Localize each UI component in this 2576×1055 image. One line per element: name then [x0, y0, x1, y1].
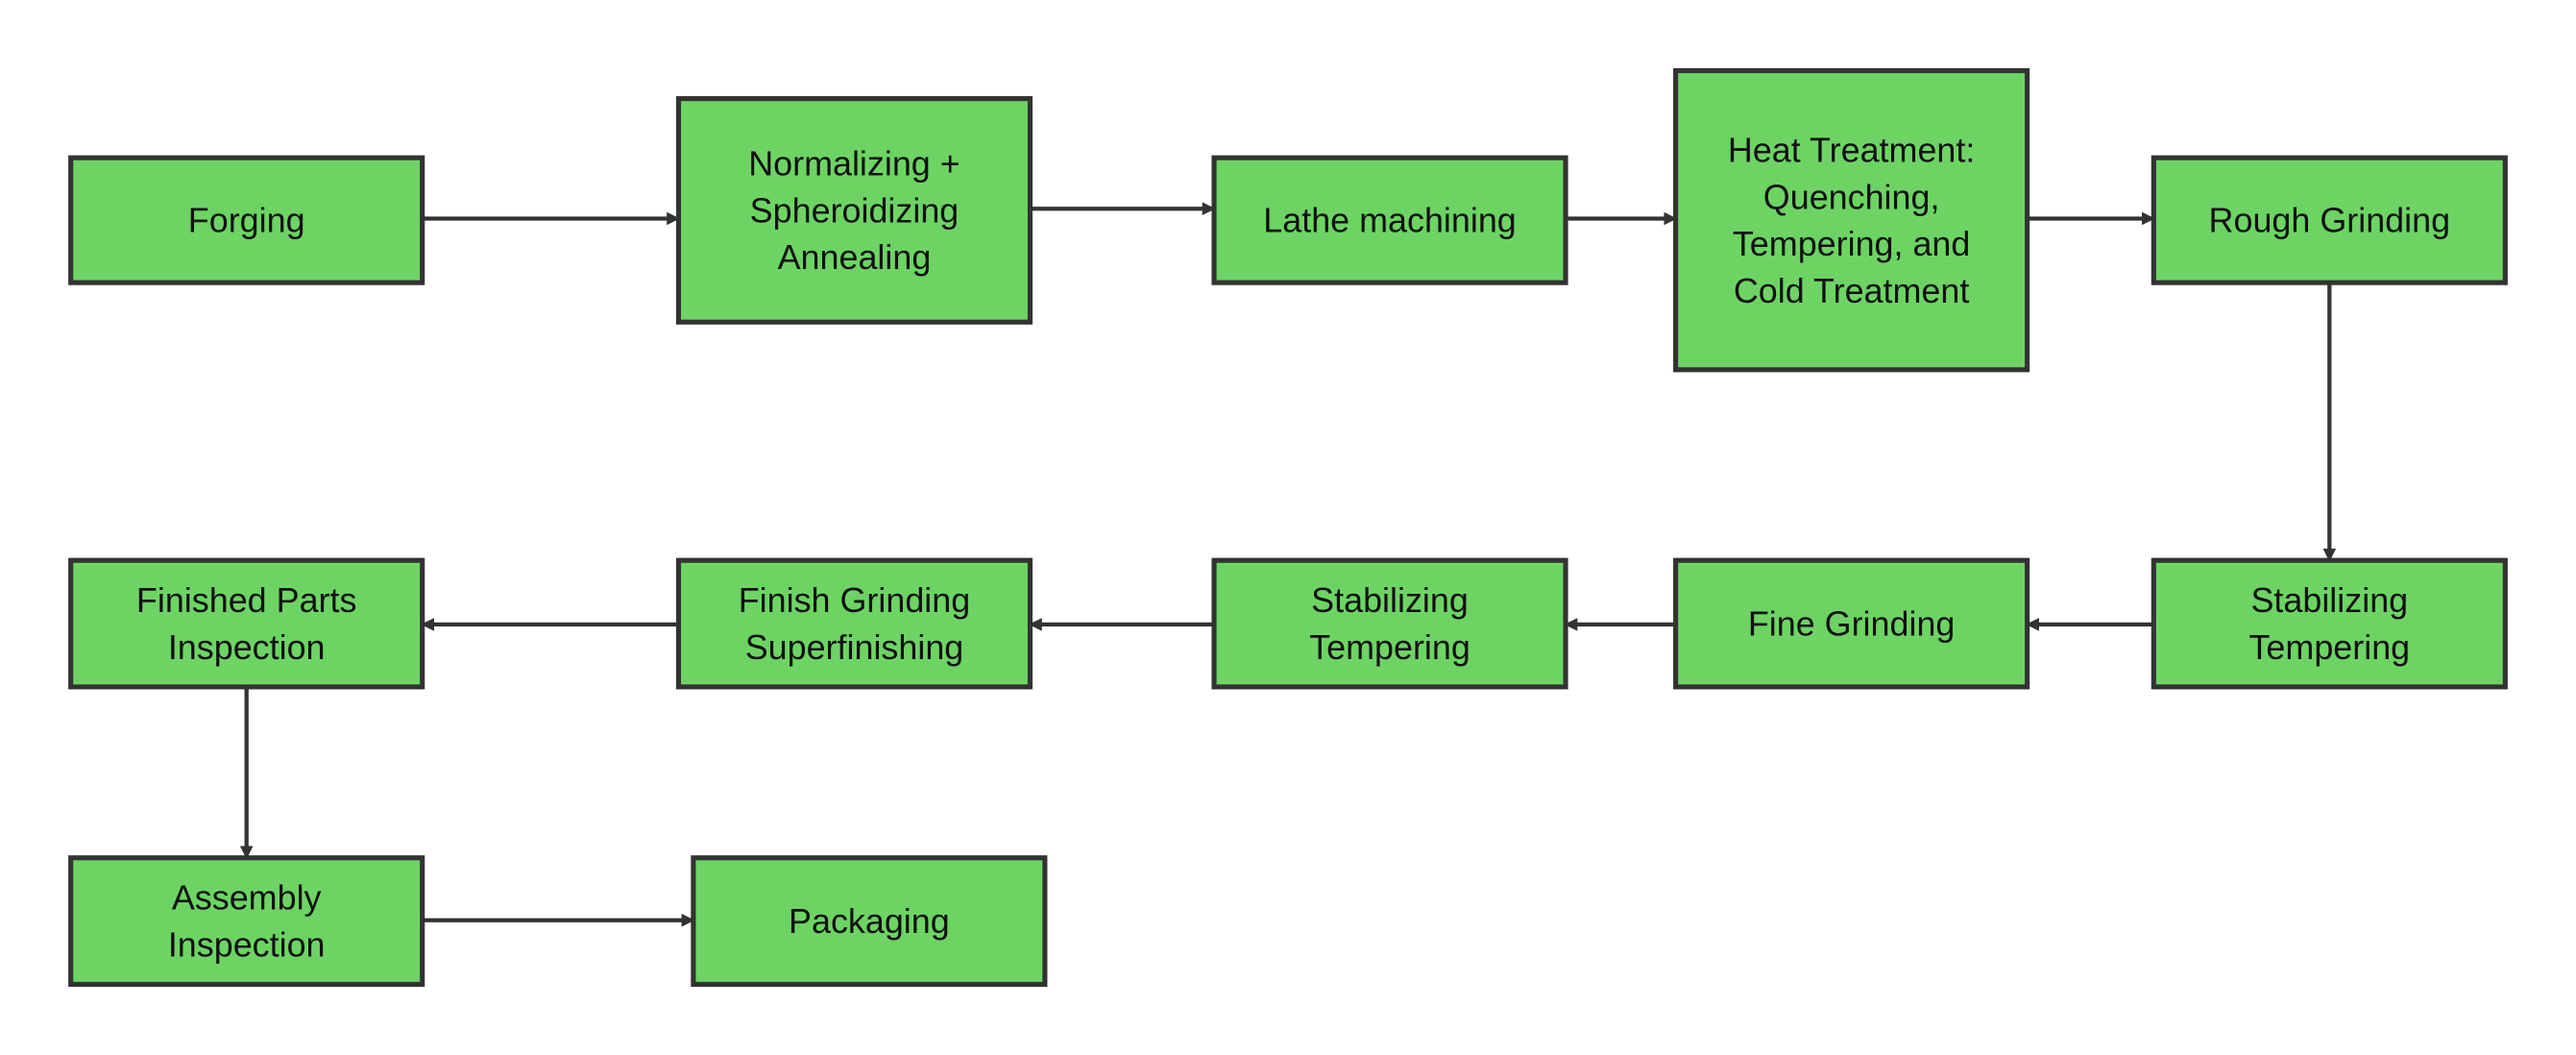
node-label: Forging	[188, 201, 305, 240]
node-packaging: Packaging	[691, 855, 1048, 988]
node-label: Normalizing +	[748, 144, 960, 184]
node-box	[675, 96, 1033, 325]
node-box	[1673, 557, 2030, 690]
node-box	[1211, 557, 1568, 690]
node-forging: Forging	[68, 155, 425, 285]
node-fine: Fine Grinding	[1673, 557, 2030, 690]
node-label: Inspection	[168, 924, 326, 964]
node-lathe: Lathe machining	[1211, 155, 1568, 285]
node-label: Quenching,	[1763, 177, 1940, 216]
node-label: Tempering	[1309, 627, 1470, 667]
node-label: Stabilizing	[2250, 580, 2408, 620]
node-label: Annealing	[778, 237, 932, 277]
node-label: Finished Parts	[136, 580, 357, 620]
node-box	[2151, 557, 2508, 690]
node-box	[691, 855, 1048, 988]
node-box	[2151, 155, 2508, 285]
node-label: Packaging	[789, 901, 950, 941]
node-label: Heat Treatment:	[1728, 131, 1975, 170]
node-box	[1673, 67, 2030, 373]
node-heat: Heat Treatment: Quenching, Tempering, andC…	[1673, 67, 2030, 373]
node-label: Tempering	[2248, 627, 2410, 667]
node-box	[68, 855, 425, 988]
node-box	[1211, 155, 1568, 285]
node-label: Rough Grinding	[2209, 201, 2451, 240]
node-label: Superfinishing	[745, 627, 964, 667]
node-label: Tempering, and	[1733, 224, 1971, 263]
node-box	[68, 155, 425, 285]
node-box	[68, 557, 425, 690]
node-label: Spheroidizing	[750, 190, 960, 230]
node-label: Lathe machining	[1263, 201, 1517, 240]
node-box	[675, 557, 1033, 690]
node-label: Assembly	[172, 878, 322, 918]
node-label: Stabilizing	[1311, 580, 1469, 620]
node-label: Inspection	[168, 627, 326, 667]
node-rough: Rough Grinding	[2151, 155, 2508, 285]
node-label: Finish Grinding	[739, 580, 970, 620]
node-label: Fine Grinding	[1748, 604, 1956, 644]
node-label: Cold Treatment	[1734, 271, 1969, 310]
